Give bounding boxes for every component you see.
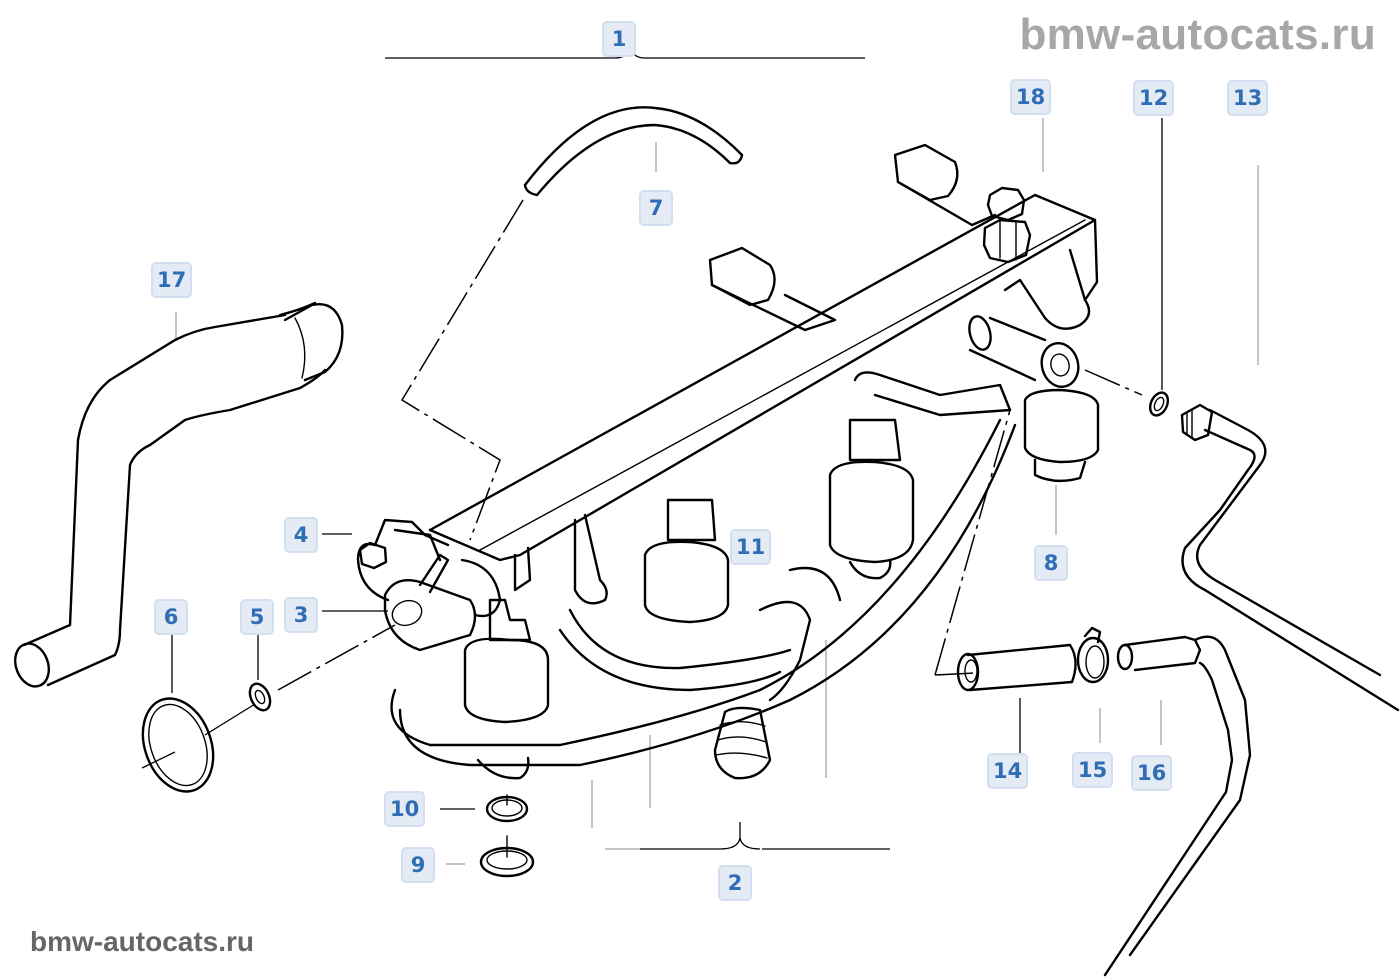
part-11-injector-mid[interactable] bbox=[643, 498, 730, 624]
group-bracket-2 bbox=[591, 640, 890, 850]
part-17-coolant-hose[interactable] bbox=[9, 301, 344, 691]
callout-9[interactable]: 9 bbox=[401, 847, 435, 883]
callout-16[interactable]: 16 bbox=[1131, 755, 1173, 791]
callout-8[interactable]: 8 bbox=[1034, 545, 1068, 581]
callout-13[interactable]: 13 bbox=[1227, 80, 1269, 116]
part-16-fuel-line[interactable] bbox=[1103, 635, 1252, 977]
part-12-seal[interactable] bbox=[1147, 390, 1172, 419]
part-7-vacuum-hose[interactable] bbox=[523, 106, 744, 197]
part-4-clamp[interactable] bbox=[358, 528, 442, 570]
part-14-hose[interactable] bbox=[956, 643, 1077, 692]
callout-11[interactable]: 11 bbox=[730, 529, 772, 565]
part-5-seal[interactable] bbox=[246, 681, 274, 714]
callout-18[interactable]: 18 bbox=[1010, 79, 1052, 115]
callout-17[interactable]: 17 bbox=[151, 262, 193, 298]
part-9-o-ring[interactable] bbox=[479, 835, 535, 878]
callout-7[interactable]: 7 bbox=[639, 190, 673, 226]
axis-line-5-3 bbox=[277, 624, 396, 691]
callout-10[interactable]: 10 bbox=[384, 791, 426, 827]
part-6-o-ring[interactable] bbox=[131, 689, 226, 802]
part-2-fuel-lines[interactable] bbox=[390, 371, 1017, 780]
part-1-fuel-rail[interactable] bbox=[428, 143, 1099, 605]
callout-4[interactable]: 4 bbox=[284, 517, 318, 553]
callout-6[interactable]: 6 bbox=[154, 599, 188, 635]
callout-14[interactable]: 14 bbox=[987, 753, 1029, 789]
callout-3[interactable]: 3 bbox=[284, 597, 318, 633]
callout-12[interactable]: 12 bbox=[1133, 80, 1175, 116]
part-11-injector-left[interactable] bbox=[463, 598, 550, 780]
part-15-hose-clamp[interactable] bbox=[1076, 626, 1110, 684]
callout-15[interactable]: 15 bbox=[1072, 752, 1114, 788]
callout-2[interactable]: 2 bbox=[718, 865, 752, 901]
part-13-fuel-line[interactable] bbox=[1180, 403, 1400, 712]
callout-1[interactable]: 1 bbox=[602, 21, 636, 57]
axis-line-14 bbox=[934, 409, 1011, 676]
watermark-bottom: bmw-autocats.ru bbox=[30, 926, 255, 957]
axis-line-12 bbox=[1084, 369, 1143, 396]
leader-6-axis bbox=[141, 703, 256, 769]
watermark-top: bmw-autocats.ru bbox=[1019, 10, 1376, 59]
part-10-o-ring[interactable] bbox=[485, 794, 529, 823]
part-3-pressure-regulator[interactable] bbox=[356, 518, 502, 652]
part-8-injector[interactable] bbox=[966, 314, 1100, 483]
part-11-injector-right[interactable] bbox=[828, 418, 915, 580]
callout-5[interactable]: 5 bbox=[240, 599, 274, 635]
